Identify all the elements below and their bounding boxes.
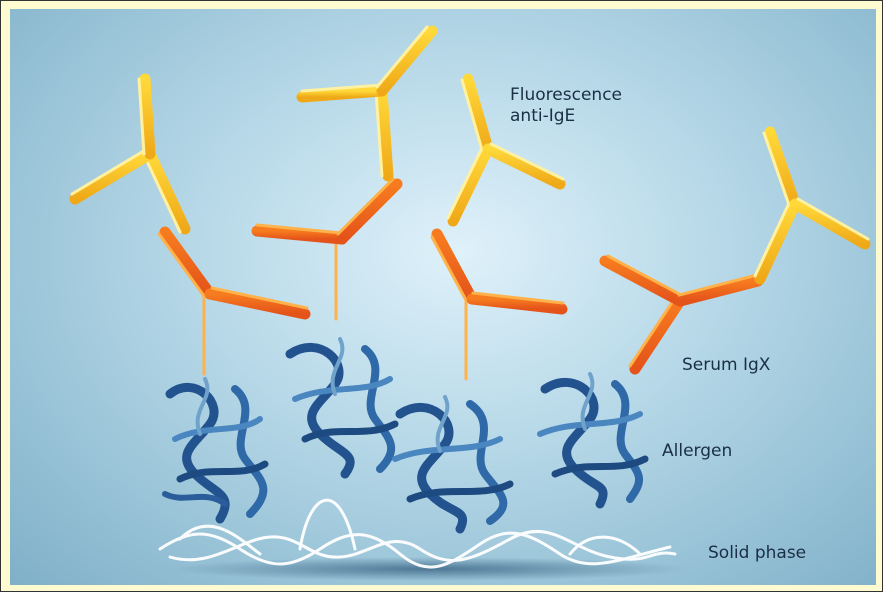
allergen-4 — [537, 372, 649, 509]
fluorescence-anti-ige-antibody — [753, 126, 871, 285]
diagram-panel: Fluorescence anti-IgE Serum IgX Allergen… — [10, 9, 876, 585]
allergen-1 — [162, 377, 269, 524]
serum-igx-antibody — [430, 228, 568, 385]
antibody-pair-3 — [430, 73, 568, 385]
serum-igx-antibody — [157, 226, 311, 380]
label-fluorescence-line2: anti-IgE — [510, 106, 576, 126]
diagram-illustration — [69, 25, 871, 581]
allergen-3 — [392, 395, 514, 534]
antibody-pair-2 — [251, 25, 438, 325]
antibody-pair-1 — [69, 73, 311, 380]
label-serum-igx: Serum IgX — [682, 355, 771, 375]
antibody-pair-4 — [599, 126, 871, 375]
label-allergen: Allergen — [662, 441, 733, 461]
solid-phase — [158, 498, 677, 569]
label-fluorescence-line1: Fluorescence — [510, 85, 622, 105]
fluorescence-anti-ige-antibody — [69, 73, 191, 235]
fluorescence-anti-ige-antibody — [296, 25, 438, 182]
allergen-2 — [285, 337, 399, 479]
label-fluorescence-anti-ige: Fluorescence anti-IgE — [510, 85, 622, 127]
solid-phase-shadow — [170, 557, 690, 581]
label-solid-phase: Solid phase — [708, 543, 807, 563]
fluorescence-anti-ige-antibody — [446, 73, 566, 227]
serum-igx-antibody — [599, 254, 764, 375]
serum-igx-antibody — [251, 177, 403, 325]
